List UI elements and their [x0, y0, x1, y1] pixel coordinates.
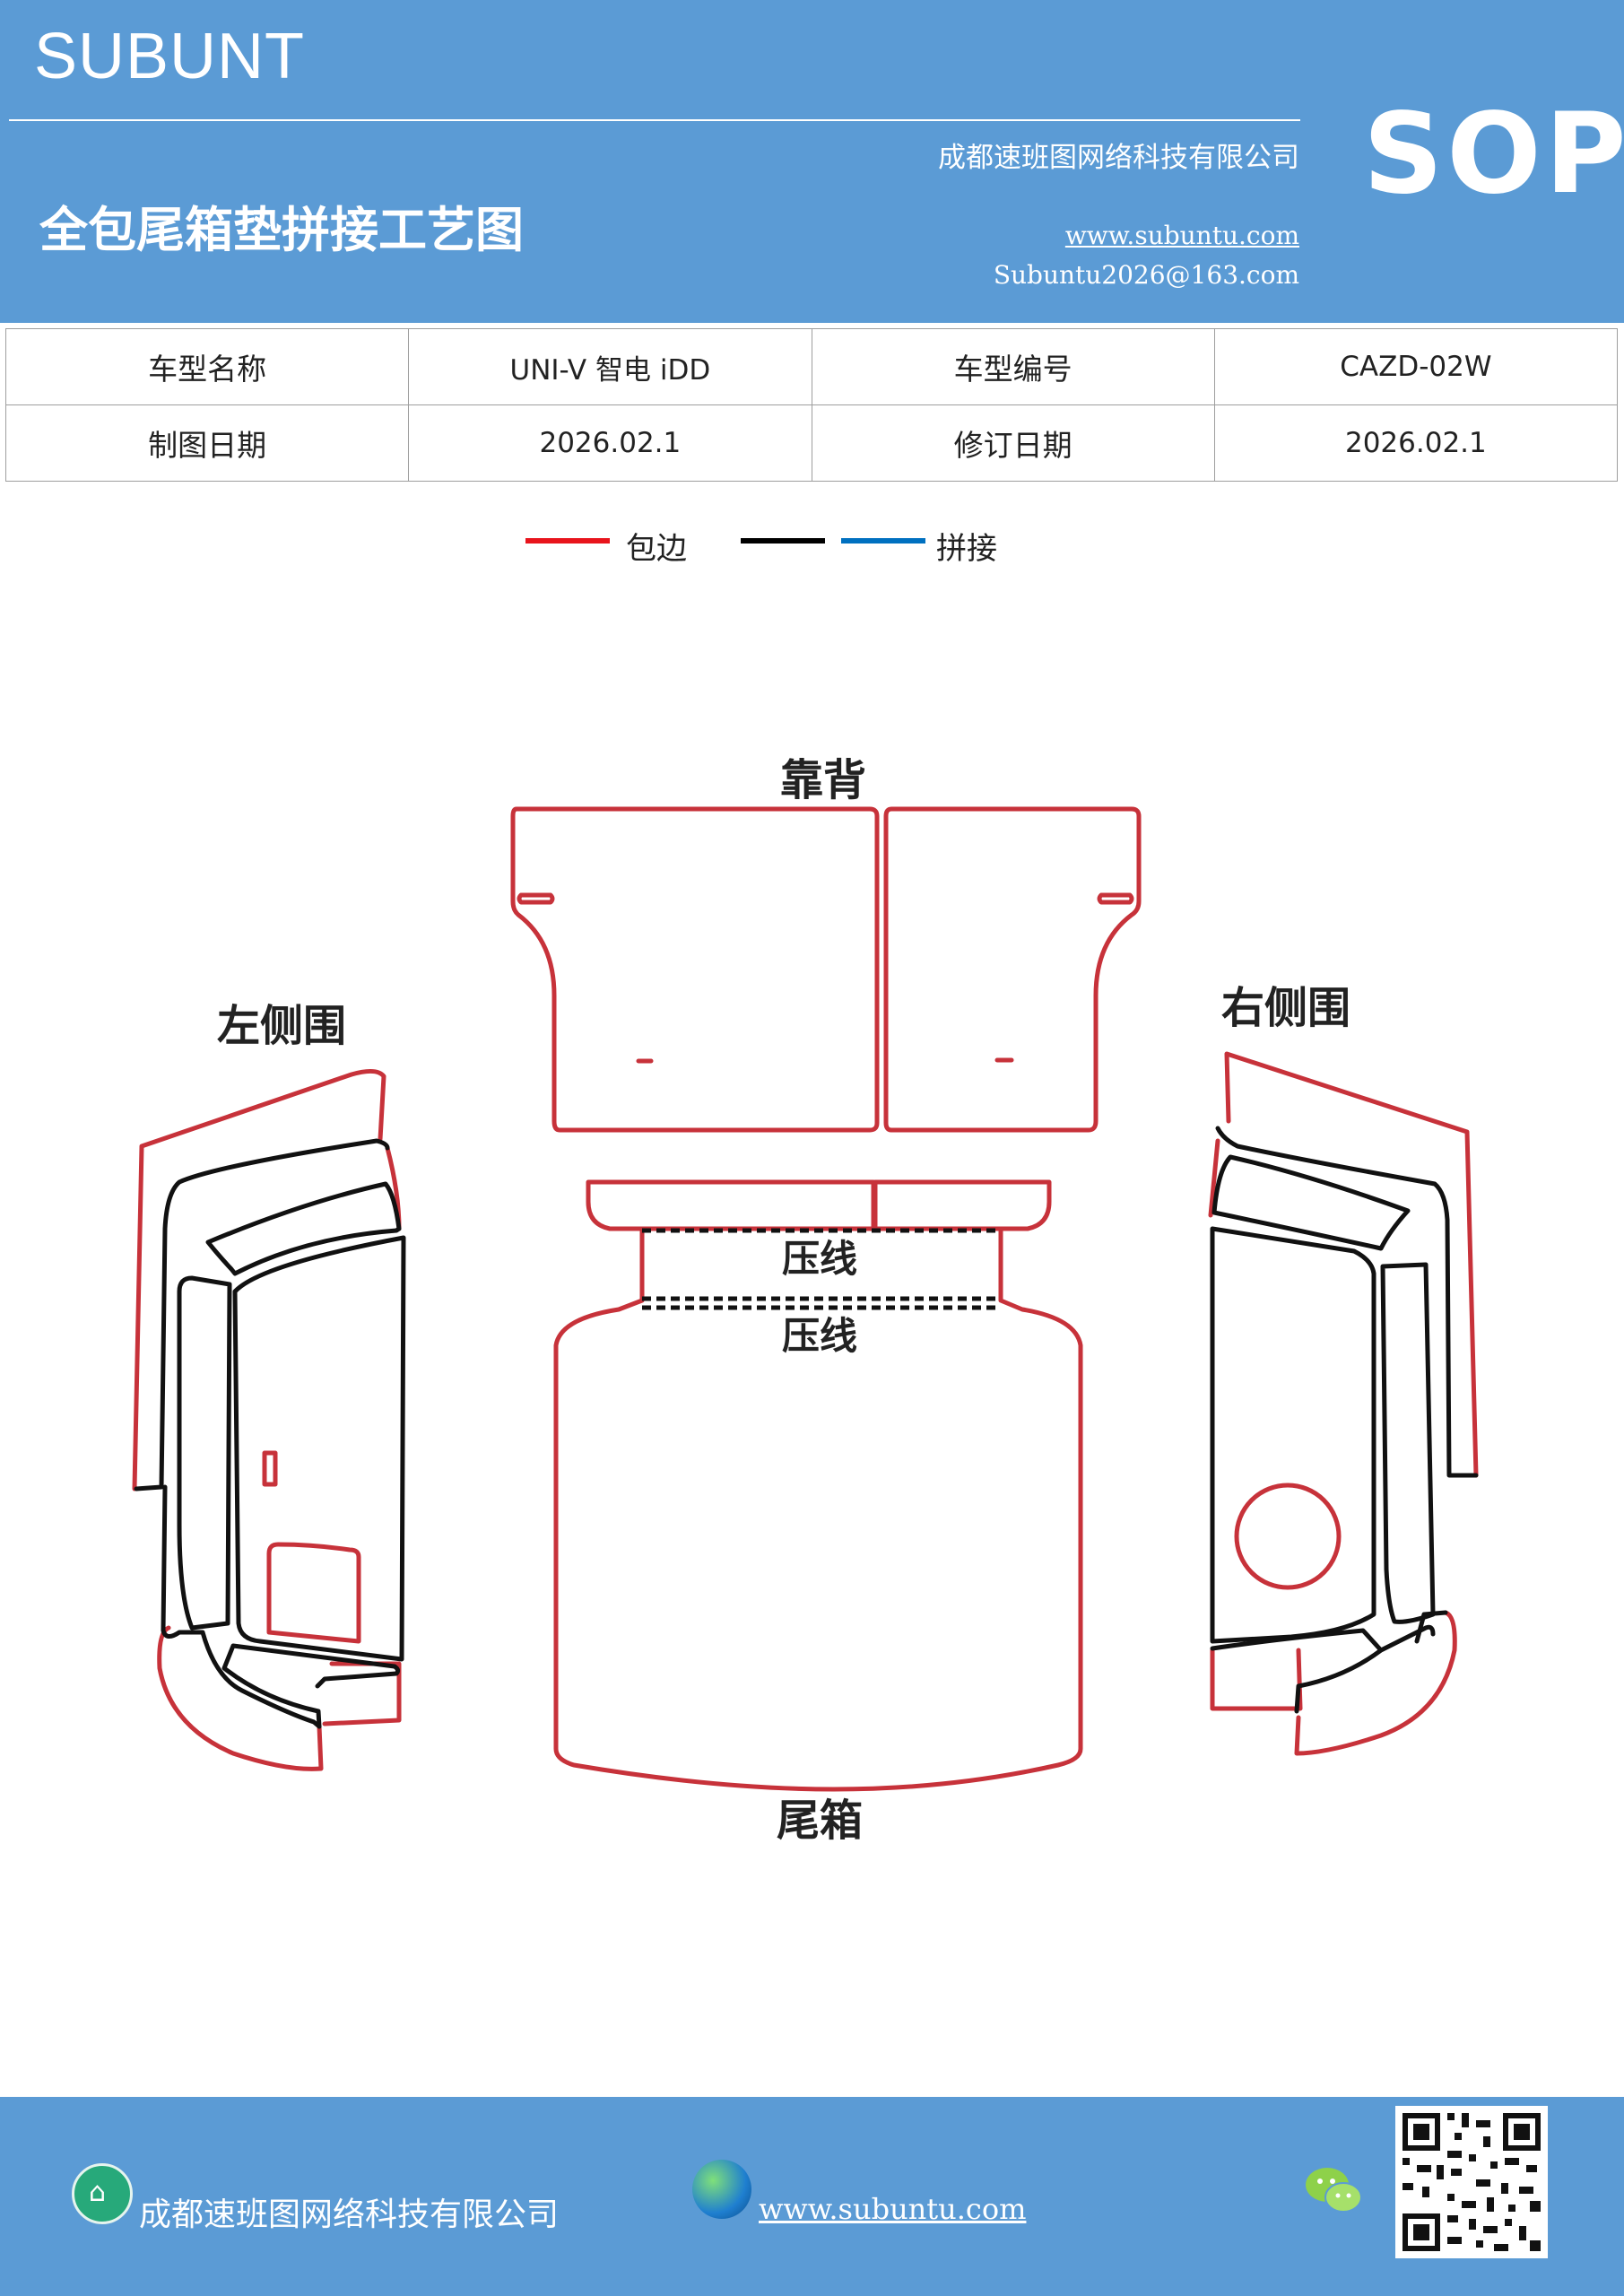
table-cell: CAZD-02W [1213, 328, 1619, 405]
header-divider [9, 119, 1300, 121]
company-name: 成都速班图网络科技有限公司 [938, 142, 1299, 174]
left-side-seam-main [232, 1235, 406, 1662]
left-side-small-slot [262, 1450, 278, 1487]
trunk-top-flap-right [873, 1179, 1052, 1231]
label-right-side: 右侧围 [1221, 983, 1350, 1033]
right-side-outer-bottom [1294, 1610, 1457, 1756]
trunk-top-flap-left [586, 1179, 876, 1231]
right-side-seam-pillar [1380, 1262, 1436, 1624]
label-press-line-2: 压线 [782, 1314, 857, 1358]
backrest-left-panel [510, 806, 880, 1133]
table-cell: 2026.02.1 [408, 404, 812, 482]
brand-logo-text: SUBUNT [34, 21, 306, 92]
wechat-icon[interactable] [1302, 2163, 1365, 2217]
website-link[interactable]: www.subuntu.com [1064, 221, 1299, 250]
left-side-seam-upper-strip [205, 1181, 402, 1276]
left-side-outer-top [132, 1069, 386, 1492]
label-backrest: 靠背 [780, 755, 866, 805]
footer-website-link[interactable]: www.subuntu.com [759, 2192, 1027, 2226]
table-cell: 制图日期 [4, 404, 410, 482]
label-left-side: 左侧围 [217, 1001, 346, 1051]
right-side-bottom-flap [1210, 1648, 1303, 1711]
table-cell: UNI-V 智电 iDD [408, 328, 812, 405]
right-side-wheel-cutout [1234, 1483, 1342, 1590]
right-side-seam-outer [1215, 1126, 1479, 1644]
right-side-outer-top [1224, 1051, 1479, 1478]
building-icon: ⌂ [72, 2163, 133, 2224]
legend: 包边 拼接 [0, 531, 1624, 567]
document-title: 全包尾箱垫拼接工艺图 [39, 202, 524, 258]
right-side-seam-lower [1210, 1624, 1436, 1714]
email-address: Subuntu2026@163.com [993, 260, 1299, 290]
legend-label-seam: 拼接 [936, 531, 997, 567]
table-row: 制图日期 2026.02.1 修订日期 2026.02.1 [4, 404, 1619, 482]
table-cell: 车型编号 [811, 328, 1215, 405]
label-trunk: 尾箱 [777, 1796, 863, 1846]
footer-company-name: 成都速班图网络科技有限公司 [139, 2196, 560, 2233]
left-side-window-frame [266, 1542, 361, 1644]
legend-label-edge: 包边 [626, 531, 687, 567]
table-cell: 车型名称 [4, 328, 410, 405]
table-cell: 2026.02.1 [1213, 404, 1619, 482]
label-press-line-1: 压线 [782, 1237, 857, 1281]
table-row: 车型名称 UNI-V 智电 iDD 车型编号 CAZD-02W [4, 328, 1619, 405]
right-side-seam-main [1210, 1226, 1376, 1644]
globe-icon [692, 2160, 751, 2219]
vehicle-info-table: 车型名称 UNI-V 智电 iDD 车型编号 CAZD-02W 制图日期 202… [4, 328, 1619, 482]
sop-badge: SOP [1363, 90, 1624, 219]
backrest-right-panel [883, 806, 1142, 1133]
legend-swatch-seam-blue [841, 538, 925, 544]
backrest-left-slot [517, 892, 555, 905]
header-banner [0, 0, 1624, 323]
qr-code [1395, 2106, 1548, 2258]
left-side-seam-lower [221, 1643, 401, 1729]
table-cell: 修订日期 [811, 404, 1215, 482]
left-side-outer-bottom [157, 1625, 324, 1771]
legend-swatch-seam-black [741, 538, 825, 544]
left-side-seam-outer [134, 1138, 390, 1729]
right-side-outer-left [1208, 1138, 1220, 1218]
legend-swatch-edge [525, 538, 610, 544]
right-side-seam-upper-strip [1211, 1154, 1411, 1251]
trunk-main-panel [553, 1226, 1083, 1792]
backrest-right-slot [1097, 892, 1134, 905]
left-side-seam-pillar [177, 1275, 232, 1631]
